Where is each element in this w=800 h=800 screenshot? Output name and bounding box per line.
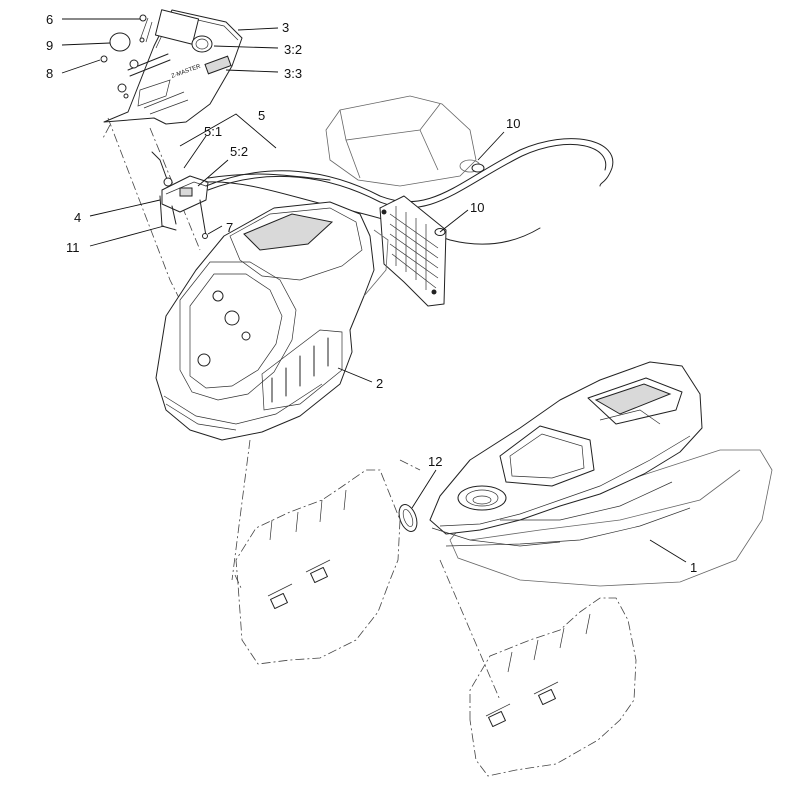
callout-3-3: 3:3 (284, 66, 302, 81)
callout-labels: 1 2 3 3:2 3:3 4 5 5:1 5:2 6 7 8 9 10 10 … (46, 12, 697, 575)
callout-5-2: 5:2 (230, 144, 248, 159)
callout-6: 6 (46, 12, 53, 27)
callout-3-2: 3:2 (284, 42, 302, 57)
grommet-part (398, 504, 418, 532)
callout-5: 5 (258, 108, 265, 123)
callout-12: 12 (428, 454, 442, 469)
leader-lines (61, 18, 687, 563)
callout-5-1: 5:1 (204, 124, 222, 139)
callout-9: 9 (46, 38, 53, 53)
right-side-panel (469, 597, 637, 777)
callout-7: 7 (226, 220, 233, 235)
callout-1: 1 (690, 560, 697, 575)
callout-2: 2 (376, 376, 383, 391)
callout-4: 4 (74, 210, 81, 225)
callout-3: 3 (282, 20, 289, 35)
left-side-panel (235, 469, 401, 665)
callout-8: 8 (46, 66, 53, 81)
bracket-tray-part (325, 95, 485, 187)
callout-11: 11 (66, 240, 80, 255)
callout-10-upper: 10 (506, 116, 520, 131)
grille-bracket-part (379, 195, 447, 307)
right-console-part (429, 361, 773, 587)
alignment-lines (101, 117, 501, 701)
switch-assembly-part (151, 151, 209, 239)
control-panel-part: Z-MASTER (103, 9, 243, 125)
left-console-part (155, 201, 389, 441)
callout-10-lower: 10 (470, 200, 484, 215)
knob-part (100, 14, 147, 63)
